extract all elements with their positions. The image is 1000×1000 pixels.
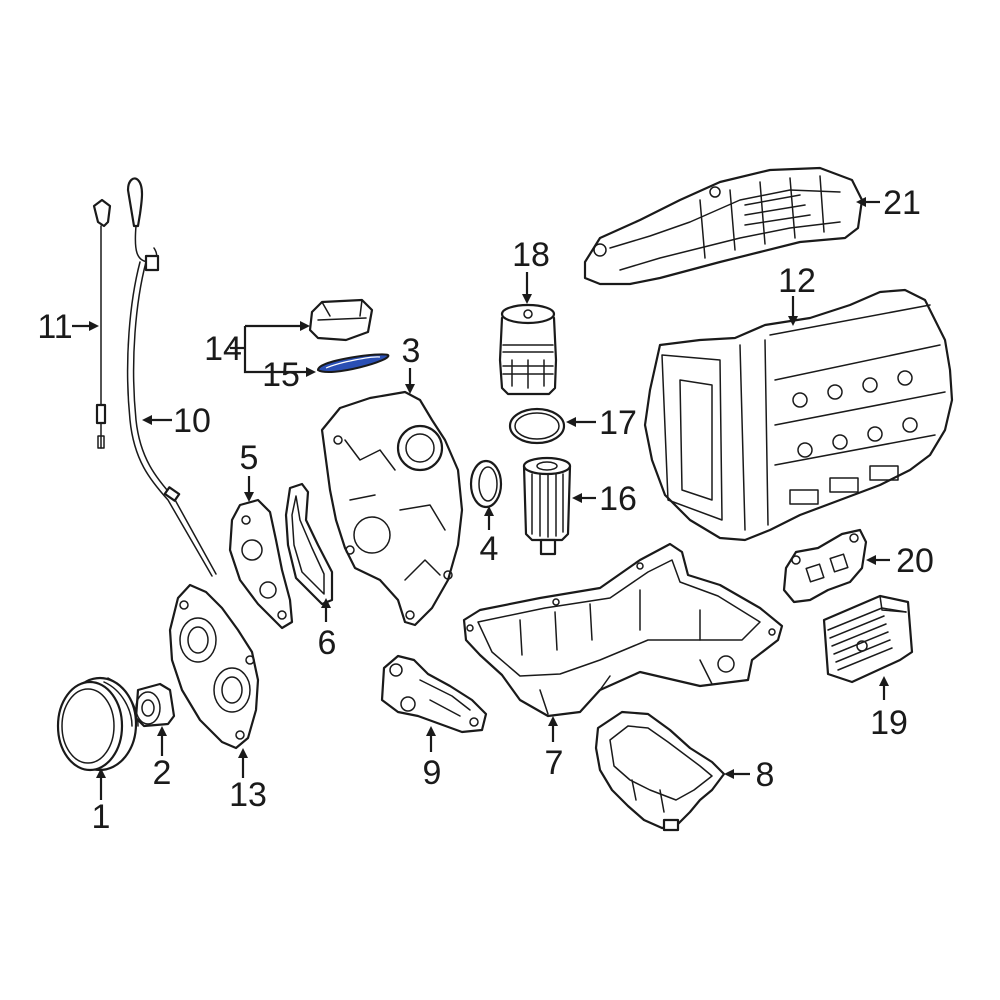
callout-13[interactable]: 13 <box>229 776 267 814</box>
callout-14[interactable]: 14 <box>204 330 242 368</box>
part-20-oil-cooler-gasket[interactable] <box>782 528 868 604</box>
callout-9[interactable]: 9 <box>423 754 442 792</box>
callout-21[interactable]: 21 <box>883 184 921 222</box>
part-17-filter-o-ring[interactable] <box>508 407 566 445</box>
part-10-dipstick-tube[interactable] <box>126 177 217 577</box>
callout-4[interactable]: 4 <box>480 530 499 568</box>
callout-10[interactable]: 10 <box>173 402 211 440</box>
part-21-intake-manifold[interactable] <box>583 166 864 286</box>
part-4-seal-ring[interactable] <box>469 459 503 509</box>
callout-12[interactable]: 12 <box>778 262 816 300</box>
callout-3[interactable]: 3 <box>402 332 421 370</box>
part-3-timing-cover[interactable] <box>320 390 464 627</box>
part-15-o-ring[interactable] <box>316 353 390 373</box>
part-9-oil-pump[interactable] <box>380 654 488 734</box>
part-2-pulley-hub[interactable] <box>134 682 176 728</box>
callout-19[interactable]: 19 <box>870 704 908 742</box>
leader-lines <box>72 197 890 800</box>
part-12-engine-block[interactable] <box>643 288 954 542</box>
part-18-oil-filter-housing-cap[interactable] <box>498 303 558 396</box>
part-5-gasket-plate[interactable] <box>228 498 294 630</box>
callout-11[interactable]: 11 <box>37 308 72 346</box>
callout-labels: 1 2 3 4 5 6 7 8 9 10 11 12 13 14 15 16 1… <box>37 184 934 836</box>
callout-2[interactable]: 2 <box>153 754 172 792</box>
part-11-dipstick[interactable] <box>92 198 112 449</box>
part-13-front-cover[interactable] <box>168 583 260 750</box>
callout-20[interactable]: 20 <box>896 542 934 580</box>
callout-8[interactable]: 8 <box>756 756 775 794</box>
part-6-gasket[interactable] <box>284 482 334 606</box>
part-1-crankshaft-pulley[interactable] <box>56 676 139 772</box>
part-19-oil-cooler[interactable] <box>822 594 914 684</box>
part-8-oil-pan-lower[interactable] <box>594 710 726 832</box>
callout-5[interactable]: 5 <box>240 439 259 477</box>
part-16-oil-filter-element[interactable] <box>522 456 572 556</box>
callout-17[interactable]: 17 <box>599 404 637 442</box>
callout-1[interactable]: 1 <box>92 798 111 836</box>
part-7-oil-pan-upper[interactable] <box>462 542 784 718</box>
callout-16[interactable]: 16 <box>599 480 637 518</box>
callout-18[interactable]: 18 <box>512 236 550 274</box>
part-14-oil-filler-cap[interactable] <box>308 298 374 342</box>
callout-15[interactable]: 15 <box>262 356 300 394</box>
callout-7[interactable]: 7 <box>545 744 564 782</box>
callout-6[interactable]: 6 <box>318 624 337 662</box>
